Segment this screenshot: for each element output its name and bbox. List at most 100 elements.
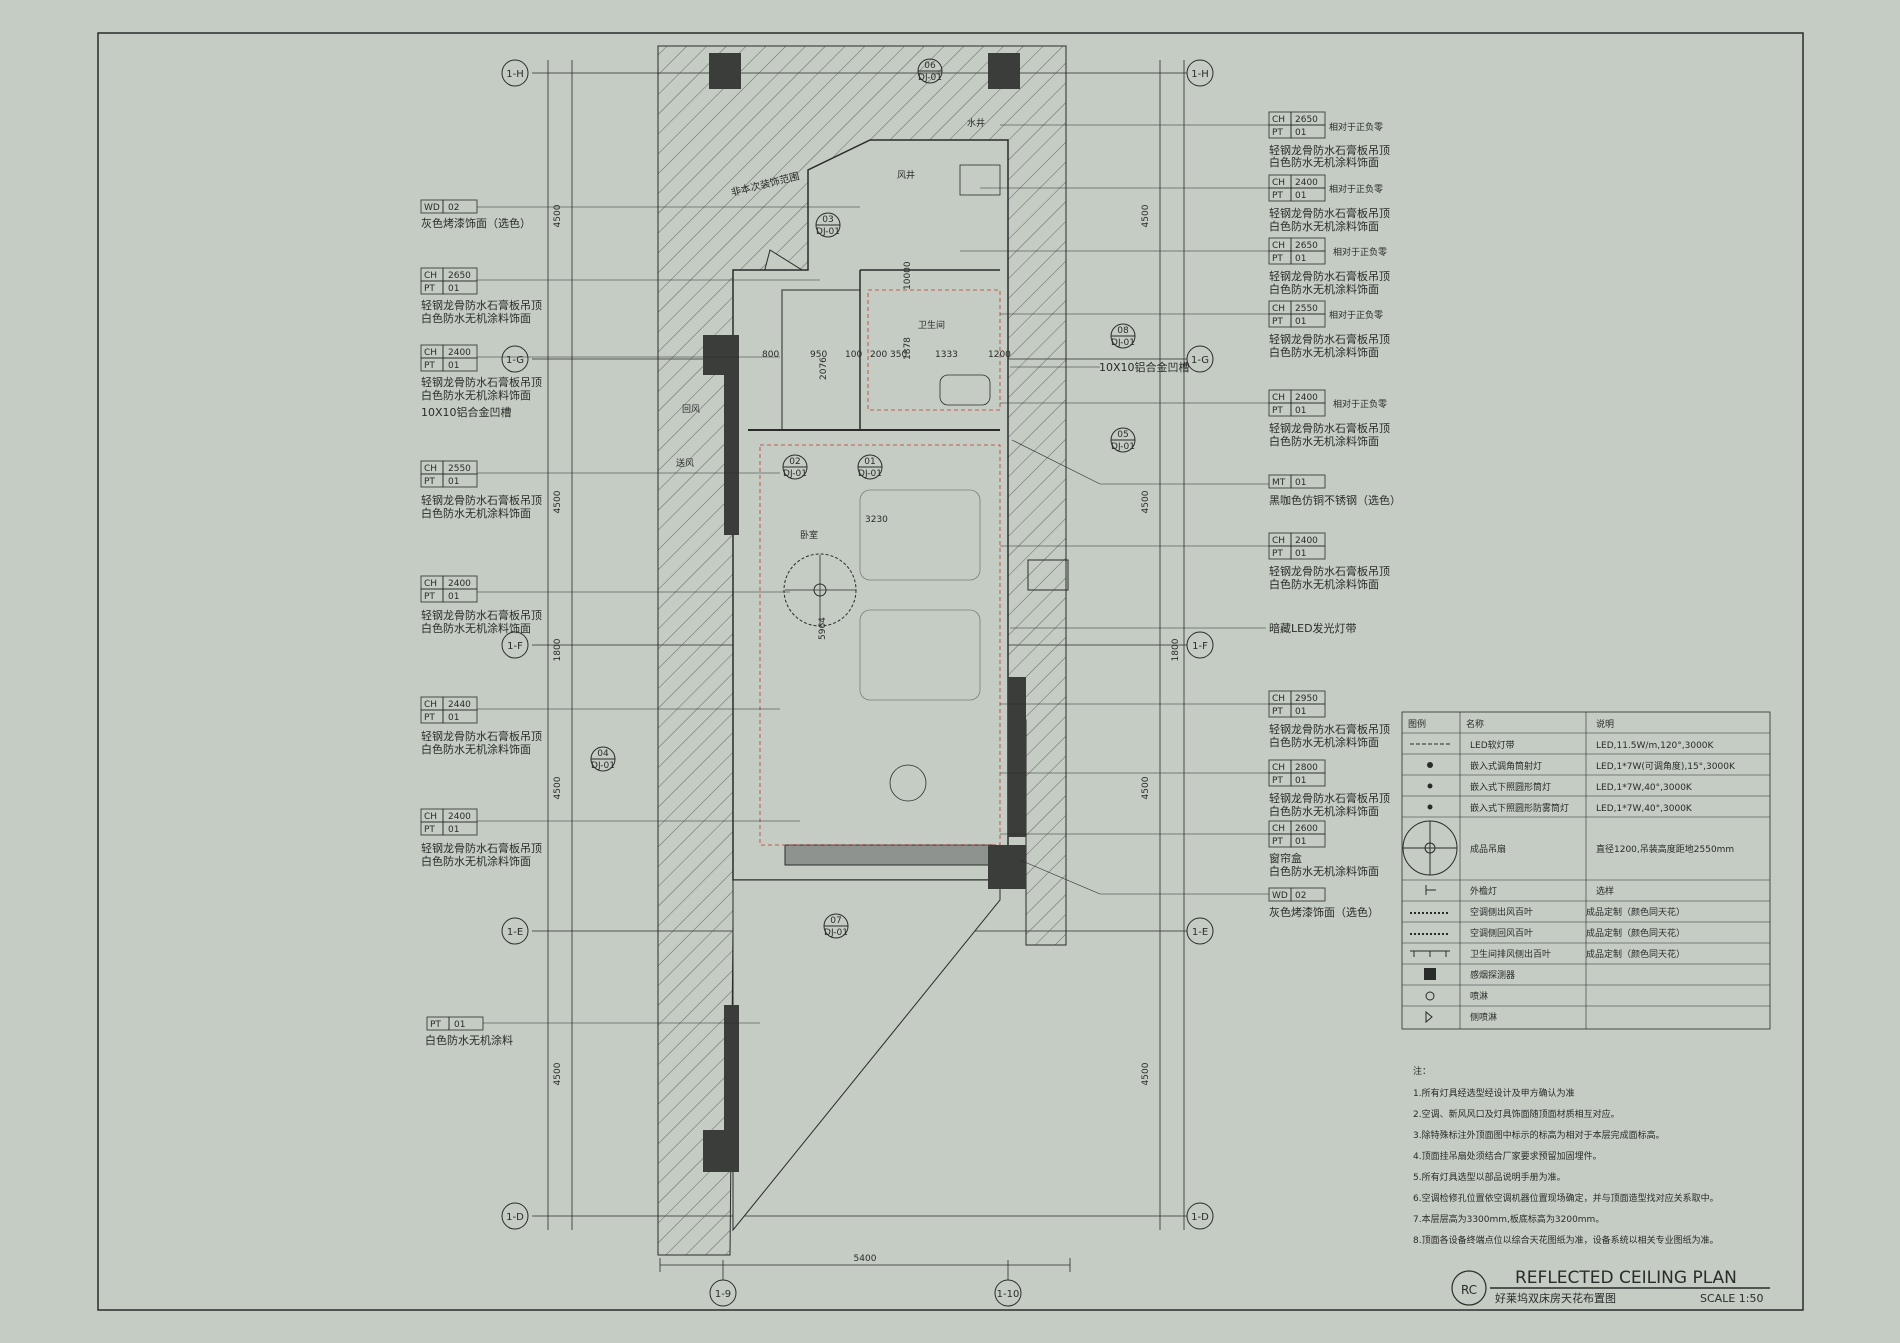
svg-text:4.顶面挂吊扇处须结合厂家要求预留加固埋件。: 4.顶面挂吊扇处须结合厂家要求预留加固埋件。 <box>1413 1150 1602 1162</box>
adjustable-downlight-icon <box>1427 762 1433 768</box>
svg-text:01: 01 <box>448 592 459 602</box>
svg-text:4500: 4500 <box>1141 776 1151 799</box>
svg-text:350: 350 <box>890 350 907 360</box>
svg-text:黑咖色仿铜不锈钢（选色）: 黑咖色仿铜不锈钢（选色） <box>1269 493 1401 507</box>
svg-text:轻钢龙骨防水石膏板吊顶: 轻钢龙骨防水石膏板吊顶 <box>1269 206 1390 220</box>
room-floor <box>732 139 1009 1232</box>
svg-text:1-F: 1-F <box>1192 641 1208 652</box>
svg-text:水井: 水井 <box>967 117 985 129</box>
exhaust-grille-icon <box>1410 950 1450 957</box>
svg-text:CH: CH <box>1272 536 1285 546</box>
svg-text:DJ-01: DJ-01 <box>1111 442 1135 452</box>
svg-text:PT: PT <box>1272 128 1283 138</box>
svg-text:4500: 4500 <box>1141 1062 1151 1085</box>
svg-text:01: 01 <box>1295 549 1306 559</box>
left-tag-3: CH 2550 PT 01 轻钢龙骨防水石膏板吊顶 白色防水无机涂料饰面 <box>420 460 780 520</box>
svg-text:01: 01 <box>454 1020 465 1030</box>
svg-text:01: 01 <box>1295 837 1306 847</box>
svg-text:白色防水无机涂料饰面: 白色防水无机涂料饰面 <box>421 742 531 756</box>
svg-text:02: 02 <box>1295 891 1306 901</box>
svg-text:PT: PT <box>424 284 435 294</box>
svg-text:白色防水无机涂料饰面: 白色防水无机涂料饰面 <box>1269 804 1379 818</box>
svg-text:2400: 2400 <box>448 348 471 358</box>
svg-text:PT: PT <box>424 592 435 602</box>
right-tags: CH 2650 PT 01 相对于正负零 轻钢龙骨防水石膏板吊顶 白色防水无机涂… <box>960 111 1401 919</box>
right-tag-10: WD 02 灰色烤漆饰面（选色） <box>1019 859 1379 919</box>
svg-text:外檐灯: 外檐灯 <box>1470 885 1497 897</box>
svg-text:灰色烤漆饰面（选色）: 灰色烤漆饰面（选色） <box>1269 905 1379 919</box>
svg-text:1.所有灯具经选型经设计及甲方确认为准: 1.所有灯具经选型经设计及甲方确认为准 <box>1413 1087 1575 1099</box>
svg-text:风井: 风井 <box>897 169 915 181</box>
svg-text:白色防水无机涂料饰面: 白色防水无机涂料饰面 <box>421 311 531 325</box>
svg-text:07: 07 <box>830 916 841 926</box>
svg-text:空调侧出风百叶: 空调侧出风百叶 <box>1470 906 1533 918</box>
svg-text:PT: PT <box>424 477 435 487</box>
left-tag-2: CH 2400 PT 01 轻钢龙骨防水石膏板吊顶 白色防水无机涂料饰面 10X… <box>420 344 780 419</box>
svg-text:2550: 2550 <box>1295 304 1318 314</box>
right-tag-9: CH 2600 PT 01 窗帘盒 白色防水无机涂料饰面 <box>1000 820 1379 878</box>
svg-text:1-E: 1-E <box>1192 927 1208 938</box>
svg-text:相对于正负零: 相对于正负零 <box>1329 121 1383 133</box>
left-tags: WD 02 灰色烤漆饰面（选色） CH 2650 PT 01 轻钢龙骨防水石膏板… <box>420 199 860 1047</box>
svg-text:卫生间: 卫生间 <box>918 319 945 331</box>
svg-text:100: 100 <box>845 350 862 360</box>
svg-text:PT: PT <box>1272 406 1283 416</box>
svg-text:相对于正负零: 相对于正负零 <box>1333 246 1387 258</box>
svg-text:白色防水无机涂料饰面: 白色防水无机涂料饰面 <box>1269 434 1379 448</box>
right-tag-1: CH 2400 PT 01 相对于正负零 轻钢龙骨防水石膏板吊顶 白色防水无机涂… <box>980 174 1390 233</box>
svg-text:4500: 4500 <box>1141 490 1151 513</box>
svg-text:01: 01 <box>448 284 459 294</box>
grid-bubble-1-G-right: 1-G <box>1186 345 1214 373</box>
svg-text:DJ-01: DJ-01 <box>591 761 615 771</box>
svg-text:回风: 回风 <box>682 404 700 415</box>
svg-text:成品定制（颜色同天花）: 成品定制（颜色同天花） <box>1586 927 1685 939</box>
side-sprinkler-icon <box>1425 1010 1433 1024</box>
grid-bubble-1-F-right: 1-F <box>1186 631 1214 659</box>
led-strip-callout: 暗藏LED发光灯带 <box>1010 621 1357 635</box>
svg-text:02: 02 <box>448 203 459 213</box>
dimension-rails <box>547 60 1185 1272</box>
svg-text:直径1200,吊装高度距地2550mm: 直径1200,吊装高度距地2550mm <box>1596 843 1734 855</box>
svg-text:01: 01 <box>448 713 459 723</box>
svg-text:1-D: 1-D <box>1191 1212 1209 1223</box>
svg-text:DJ-01: DJ-01 <box>1111 338 1135 348</box>
svg-text:WD: WD <box>424 203 440 213</box>
svg-text:CH: CH <box>424 271 437 281</box>
svg-text:1-10: 1-10 <box>997 1289 1020 1300</box>
svg-text:注：: 注： <box>1413 1065 1431 1077</box>
right-tag-6: CH 2400 PT 01 轻钢龙骨防水石膏板吊顶 白色防水无机涂料饰面 <box>1000 532 1390 591</box>
svg-text:LED,1*7W,40°,3000K: LED,1*7W,40°,3000K <box>1596 783 1693 793</box>
svg-text:LED软灯带: LED软灯带 <box>1470 739 1515 751</box>
svg-text:成品定制（颜色同天花）: 成品定制（颜色同天花） <box>1586 948 1685 960</box>
svg-text:嵌入式下照圆形防雾筒灯: 嵌入式下照圆形防雾筒灯 <box>1470 802 1569 814</box>
svg-text:轻钢龙骨防水石膏板吊顶: 轻钢龙骨防水石膏板吊顶 <box>421 375 542 389</box>
grid-bubble-1-D-right: 1-D <box>1186 1202 1214 1230</box>
legend-table: 图例 名称 说明 LED软灯带 LED,11.5W/m,120°,3000K 嵌… <box>1401 711 1771 1030</box>
svg-text:4500: 4500 <box>553 1062 563 1085</box>
svg-text:白色防水无机涂料饰面: 白色防水无机涂料饰面 <box>1269 155 1379 169</box>
svg-text:1800: 1800 <box>1171 638 1181 661</box>
svg-text:轻钢龙骨防水石膏板吊顶: 轻钢龙骨防水石膏板吊顶 <box>421 298 542 312</box>
svg-text:01: 01 <box>1295 707 1306 717</box>
svg-text:CH: CH <box>424 812 437 822</box>
svg-text:灰色烤漆饰面（选色）: 灰色烤漆饰面（选色） <box>421 216 531 230</box>
grid-bubble-1-G-left: 1-G <box>501 345 529 373</box>
svg-text:1200: 1200 <box>988 350 1011 360</box>
right-tag-5: MT 01 黑咖色仿铜不锈钢（选色） <box>1011 439 1401 507</box>
svg-text:3230: 3230 <box>865 515 888 525</box>
svg-text:05: 05 <box>1117 430 1128 440</box>
svg-text:1-G: 1-G <box>506 355 524 366</box>
svg-text:2400: 2400 <box>1295 536 1318 546</box>
svg-text:1-H: 1-H <box>506 69 524 80</box>
svg-text:CH: CH <box>1272 763 1285 773</box>
svg-text:1-F: 1-F <box>507 641 523 652</box>
svg-text:卧室: 卧室 <box>800 529 818 541</box>
svg-text:7.本层层高为3300mm,板底标高为3200mm。: 7.本层层高为3300mm,板底标高为3200mm。 <box>1413 1213 1604 1225</box>
svg-text:感烟探测器: 感烟探测器 <box>1470 969 1515 981</box>
svg-text:PT: PT <box>1272 191 1283 201</box>
left-tag-6: CH 2400 PT 01 轻钢龙骨防水石膏板吊顶 白色防水无机涂料饰面 <box>420 808 800 868</box>
svg-text:成品吊扇: 成品吊扇 <box>1470 843 1506 855</box>
svg-text:PT: PT <box>1272 837 1283 847</box>
